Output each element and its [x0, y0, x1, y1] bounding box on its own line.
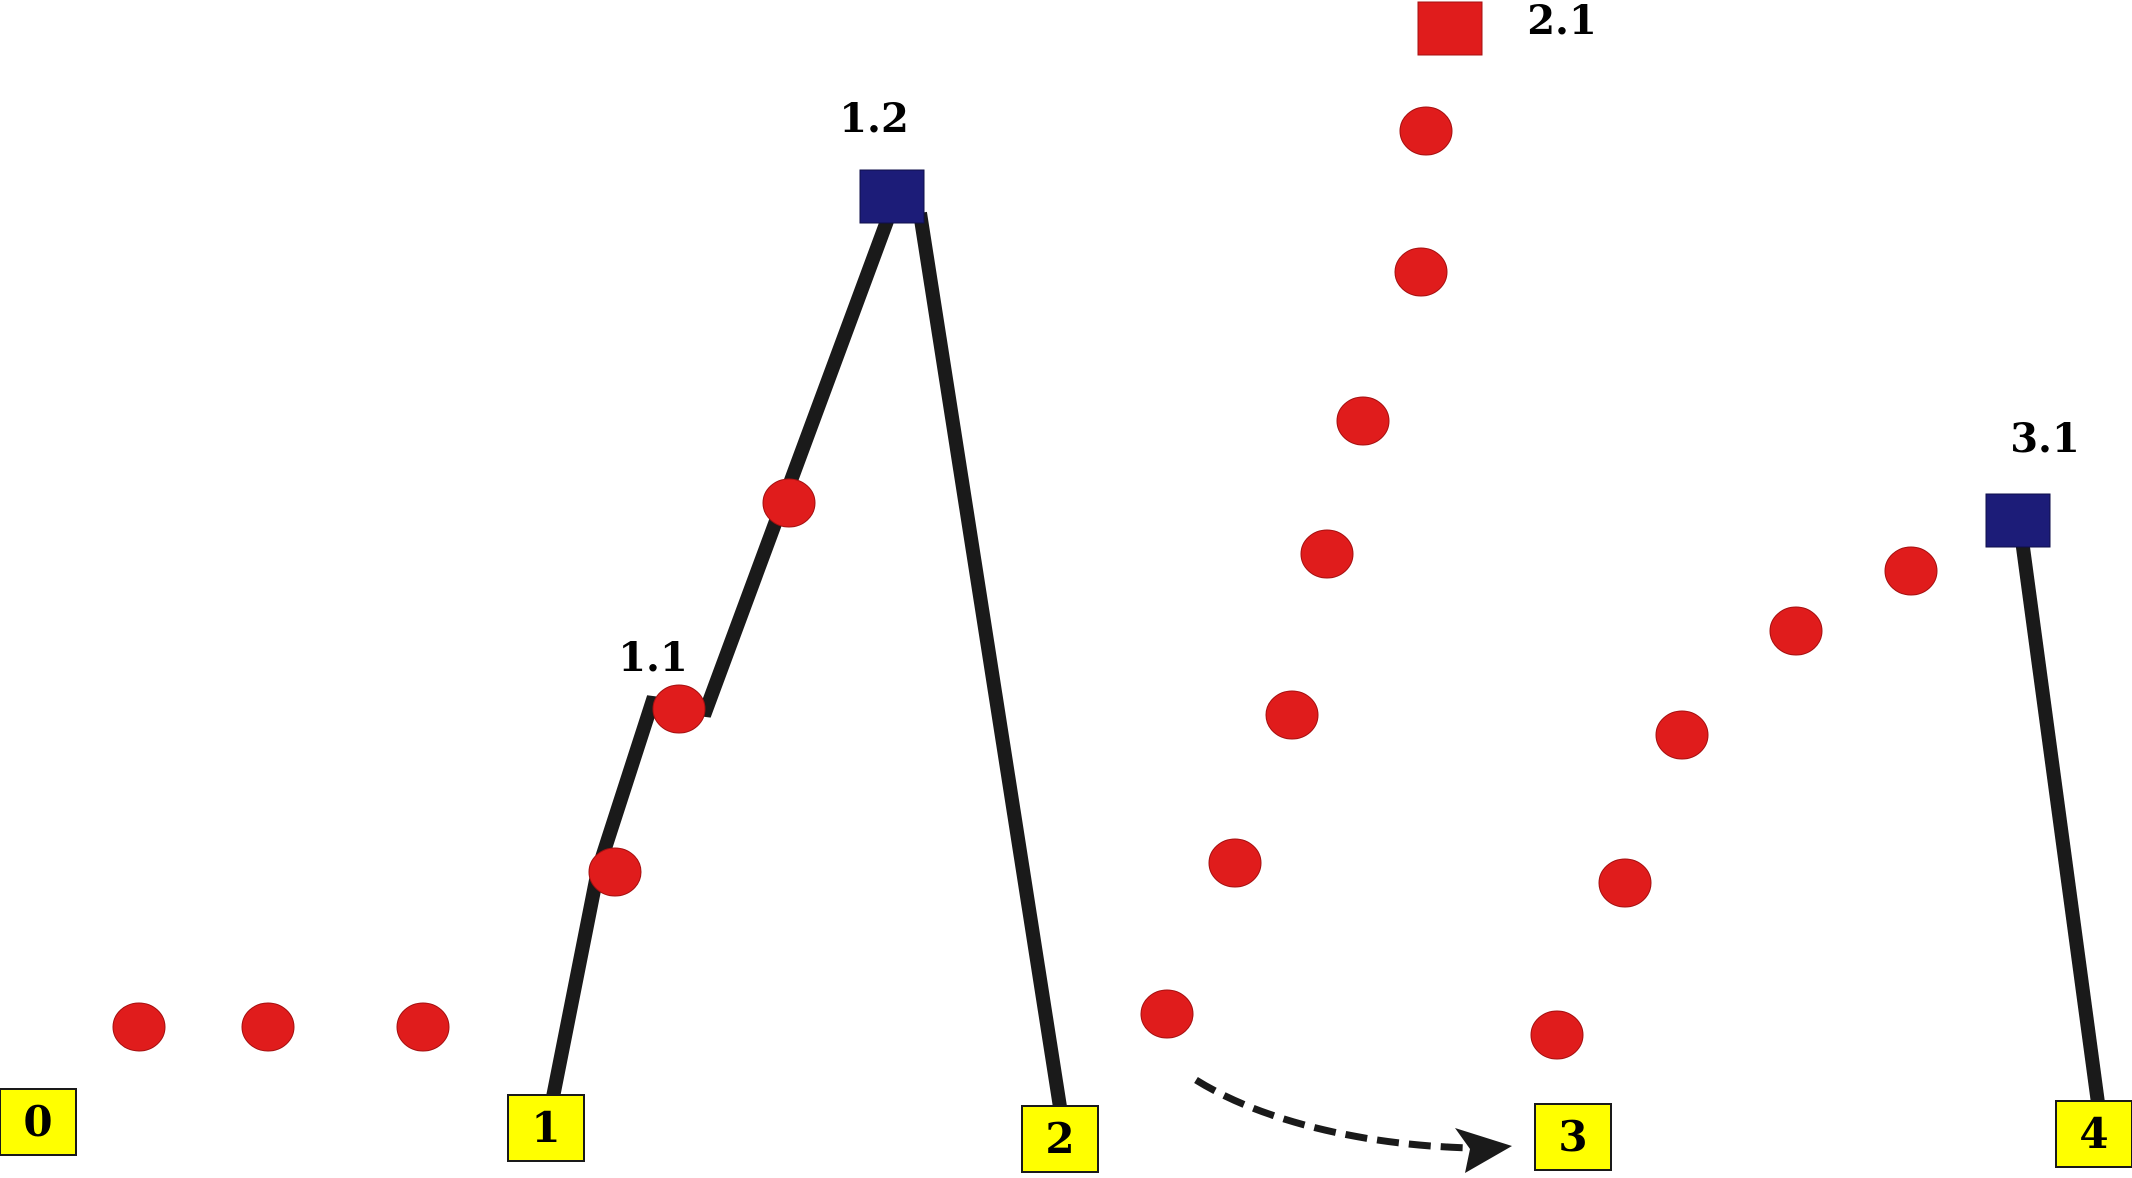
- red-dot: [1208, 838, 1262, 888]
- node-squares: [859, 1, 2051, 548]
- red-dot: [1530, 1010, 1584, 1060]
- red-dot: [1884, 546, 1938, 596]
- red-dot: [652, 684, 706, 734]
- node-label-1-1: 1.1: [618, 634, 688, 681]
- node-square-1-2: [859, 169, 925, 224]
- node-label-2-1: 2.1: [1527, 0, 1597, 44]
- red-dot: [1265, 690, 1319, 740]
- red-dot: [1598, 858, 1652, 908]
- red-dot: [112, 1002, 166, 1052]
- red-dot: [588, 847, 642, 897]
- arrow-head-icon: [1455, 1128, 1512, 1173]
- red-dot: [1394, 247, 1448, 297]
- red-dot: [241, 1002, 295, 1052]
- line-1-to-1-2: [546, 210, 897, 1099]
- node-label-1-2: 1.2: [839, 95, 909, 142]
- red-dot: [1769, 606, 1823, 656]
- dashed-arrow-path: [1194, 1077, 1471, 1152]
- node-square-2-1: [1417, 1, 1483, 56]
- base-box-1: 1: [507, 1094, 585, 1162]
- red-dot: [762, 478, 816, 528]
- base-box-4: 4: [2055, 1100, 2132, 1168]
- red-dot: [1140, 989, 1194, 1039]
- base-box-label: 1: [531, 1103, 560, 1152]
- line-3-1-to-4: [2015, 539, 2105, 1104]
- base-box-label: 0: [23, 1097, 52, 1146]
- base-box-2: 2: [1021, 1105, 1099, 1173]
- base-box-label: 3: [1558, 1112, 1587, 1161]
- line-1-2-to-2: [913, 211, 1067, 1109]
- base-box-label: 2: [1045, 1114, 1074, 1163]
- red-dot: [1655, 710, 1709, 760]
- base-box-0: 0: [0, 1088, 77, 1156]
- red-dot: [1336, 396, 1390, 446]
- red-dots: [112, 106, 1938, 1060]
- node-label-3-1: 3.1: [2010, 415, 2080, 462]
- dashed-arrow: [1194, 1077, 1512, 1173]
- red-dot: [1399, 106, 1453, 156]
- node-square-3-1: [1985, 493, 2051, 548]
- node-labels: 1.1 1.2 2.1 3.1: [618, 0, 2080, 681]
- base-box-3: 3: [1534, 1103, 1612, 1171]
- base-box-label: 4: [2079, 1109, 2108, 1158]
- red-dot: [1300, 529, 1354, 579]
- red-dot: [396, 1002, 450, 1052]
- base-boxes: 0 1 2 3 4: [0, 1088, 2132, 1173]
- connector-lines: [546, 210, 2105, 1109]
